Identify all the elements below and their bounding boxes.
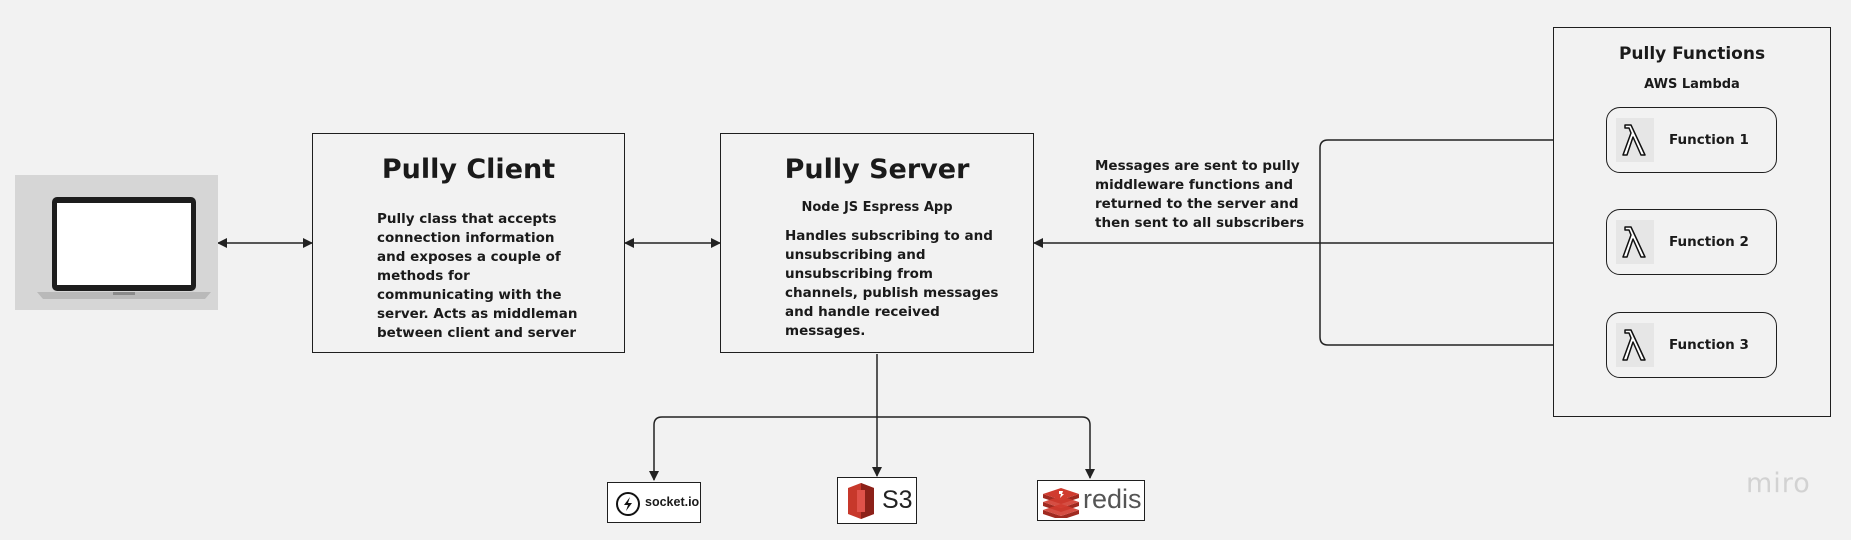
- branch-socketio: [649, 416, 877, 481]
- miro-watermark: miro: [1746, 468, 1811, 499]
- redis-label: redis: [1083, 484, 1142, 514]
- pully-server-title: Pully Server: [784, 154, 970, 185]
- laptop-image: [15, 175, 218, 310]
- pully-server-subtitle: Node JS Espress App: [801, 200, 953, 215]
- redis-icon: [1043, 488, 1079, 518]
- laptop-icon: [37, 197, 211, 299]
- s3-label: S3: [882, 486, 913, 514]
- function-card-1: Function 1: [1606, 107, 1777, 173]
- messages-note: Messages are sent to pully middleware fu…: [1095, 158, 1305, 231]
- s3-bucket-icon: [848, 483, 874, 519]
- branch-redis: [877, 416, 1095, 479]
- pully-functions-title: Pully Functions: [1618, 44, 1766, 64]
- s3-logo: S3: [837, 477, 917, 524]
- pully-server-description: Handles subscribing to and unsubscribing…: [785, 228, 999, 339]
- function-label: Function 3: [1669, 337, 1749, 353]
- function-card-2: Function 2: [1606, 209, 1777, 275]
- branch-function-3: [1319, 243, 1606, 350]
- function-label: Function 1: [1669, 132, 1749, 148]
- pully-functions-subtitle: AWS Lambda: [1644, 77, 1740, 92]
- branch-function-1: [1319, 135, 1606, 243]
- lambda-icon: [1616, 118, 1654, 162]
- pully-client-description: Pully class that accepts connection info…: [377, 211, 578, 341]
- lambda-icon: [1616, 220, 1654, 264]
- lambda-icon: [1616, 323, 1654, 367]
- redis-logo: redis: [1037, 480, 1145, 521]
- socketio-icon: [616, 492, 640, 516]
- pully-client-title: Pully Client: [381, 154, 556, 185]
- socketio-logo: socket.io: [607, 482, 701, 523]
- pully-server-box: Pully Server Node JS Espress App Handles…: [720, 133, 1034, 353]
- pully-client-box: Pully Client Pully class that accepts co…: [312, 133, 625, 353]
- function-label: Function 2: [1669, 234, 1749, 250]
- socketio-label: socket.io: [645, 495, 700, 509]
- function-card-3: Function 3: [1606, 312, 1777, 378]
